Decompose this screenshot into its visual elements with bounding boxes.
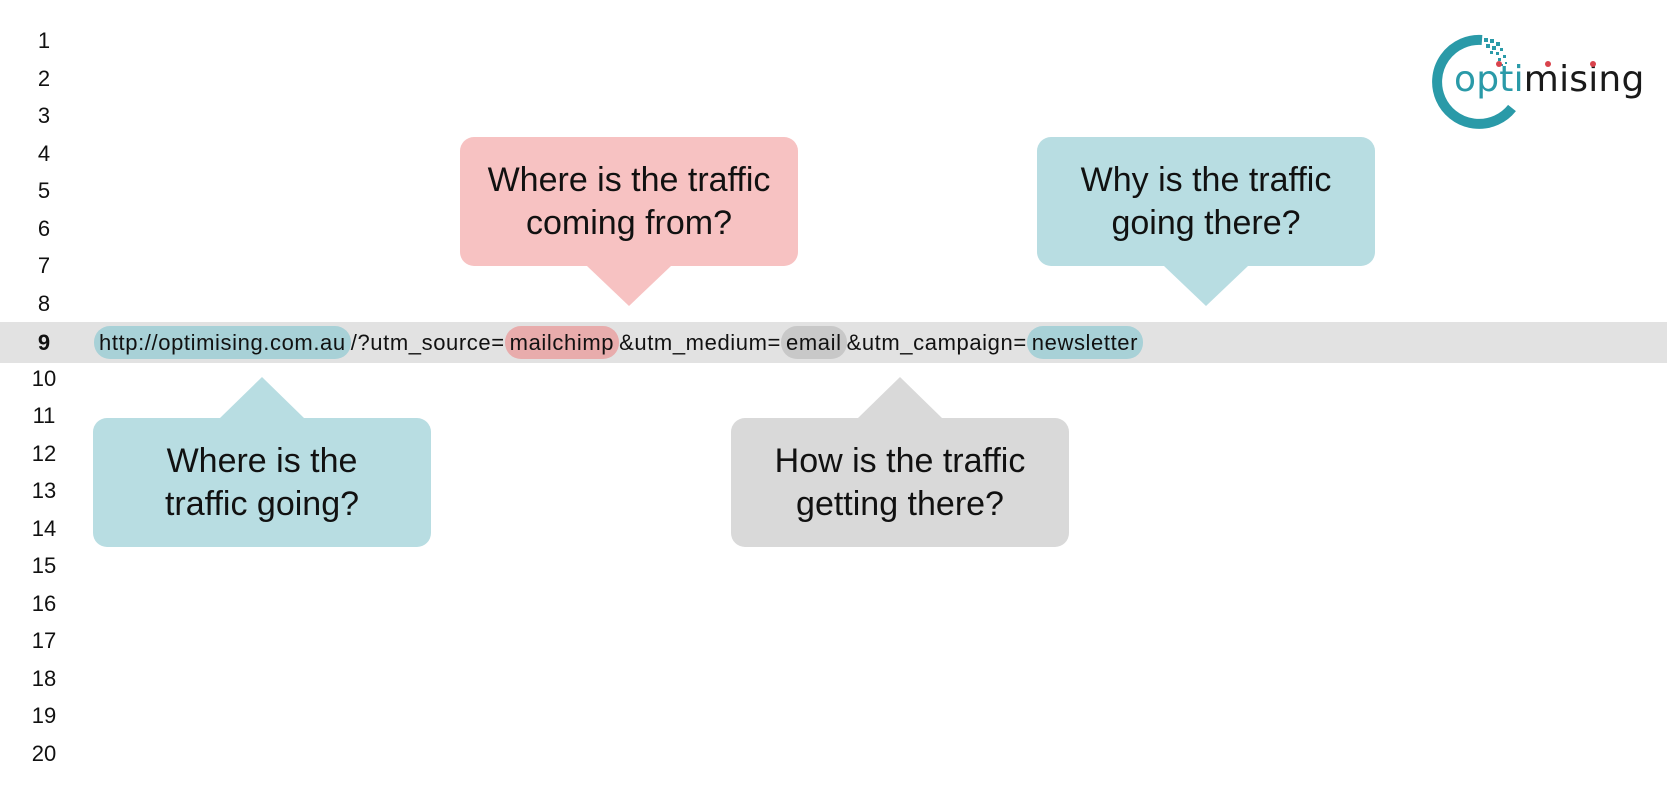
logo-dot-icon [1590,61,1596,67]
url-source-param: /?utm_source= [350,330,505,355]
line-number: 11 [32,403,56,428]
line-number: 7 [37,253,51,278]
logo-dot-icon [1545,61,1551,67]
url-destination-segment: http://optimising.com.au [94,326,351,359]
callout-pointer [587,266,671,306]
url-medium-param: &utm_medium= [619,330,781,355]
callout-destination-text: Where is the traffic going? [164,441,360,523]
callout-source: Where is the traffic coming from? [460,137,798,306]
line-number: 12 [31,440,57,466]
line-number: 5 [37,178,51,203]
callout-pointer [220,377,304,418]
line-number: 16 [31,590,57,616]
callout-source-text: Where is the traffic coming from? [487,160,771,242]
callout-medium-text: How is the traffic getting there? [774,441,1026,523]
utm-url[interactable]: http://optimising.com.au/?utm_source=mai… [94,326,1144,359]
line-number: 10 [31,365,57,391]
line-number: 13 [31,478,57,503]
line-number: 20 [31,740,57,766]
logo-text-main: mising [1523,59,1645,100]
line-number: 2 [37,65,51,91]
line-number: 3 [37,103,51,128]
url-campaign-param: &utm_campaign= [846,330,1027,355]
callout-pointer [1164,266,1248,306]
line-number: 18 [31,665,57,691]
active-line-number: 9 [37,330,51,355]
callout-campaign-text: Why is the traffic going there? [1080,160,1332,242]
callout-destination: Where is the traffic going? [93,377,431,547]
url-source-value: mailchimp [504,326,620,359]
line-number: 1 [37,28,51,53]
line-number: 6 [37,215,51,241]
line-number: 8 [37,290,51,316]
optimising-logo: optimising [1430,34,1644,130]
url-campaign-value: newsletter [1026,326,1144,359]
line-number: 17 [31,628,57,653]
line-number: 14 [31,515,57,541]
logo-wordmark: optimising [1454,59,1645,100]
logo-ring-icon [1432,34,1516,129]
line-number: 4 [37,140,51,166]
callout-campaign: Why is the traffic going there? [1037,137,1375,306]
logo-text-accent: opti [1454,59,1524,100]
line-number: 19 [31,703,57,728]
logo-dot-icon [1496,61,1502,67]
url-medium-value: email [780,326,847,359]
line-number: 15 [31,553,57,578]
callout-pointer [858,377,942,418]
callout-medium: How is the traffic getting there? [731,377,1069,547]
